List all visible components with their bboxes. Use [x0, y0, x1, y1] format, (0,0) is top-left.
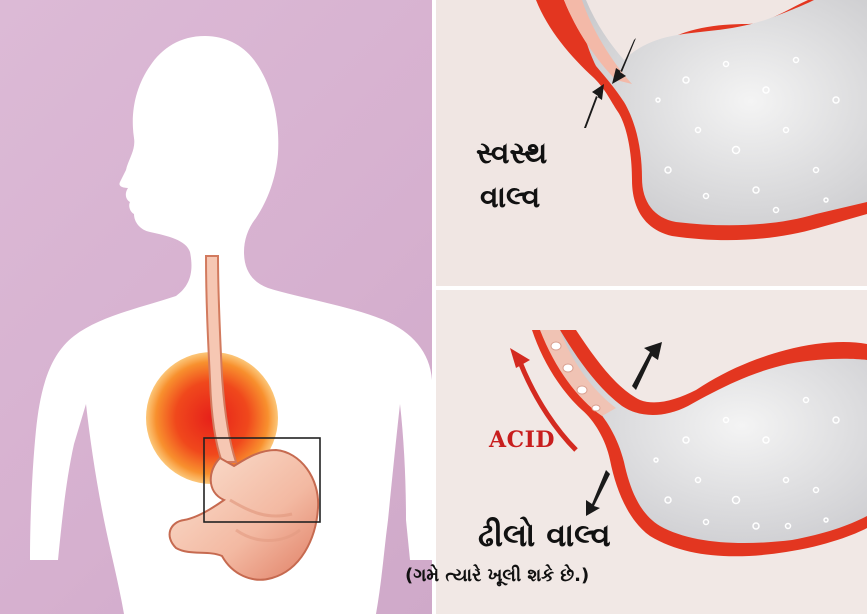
- acid-label: ACID: [489, 427, 555, 453]
- stomach-interior: [554, 330, 867, 543]
- body-panel: [0, 0, 432, 614]
- healthy-valve-label-line2: વાલ્વ: [480, 180, 540, 215]
- loose-valve-note: (ગમે ત્યારે ખૂલી શકે છે.): [405, 565, 589, 586]
- body-illustration: [0, 0, 432, 614]
- loose-valve-label: ઢીલો વાલ્વ: [478, 516, 611, 555]
- healthy-valve-label-line1: સ્વસ્થ: [476, 136, 547, 171]
- healthy-valve-panel: સ્વસ્થ વાલ્વ: [436, 0, 867, 286]
